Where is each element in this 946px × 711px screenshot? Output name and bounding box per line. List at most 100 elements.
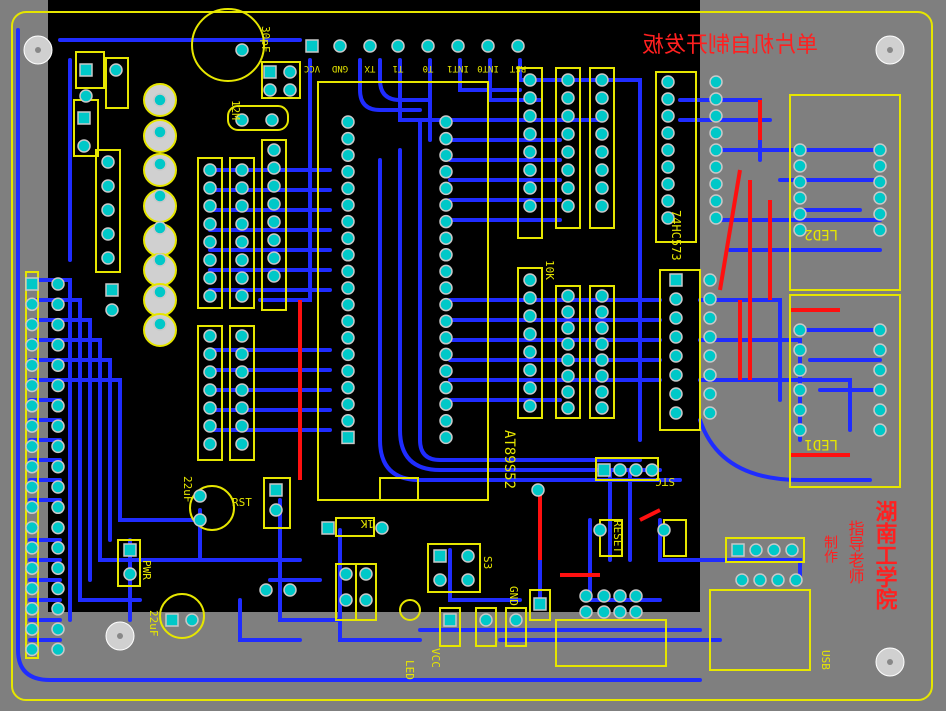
pad — [105, 283, 119, 297]
pad — [153, 221, 167, 235]
pad — [267, 143, 281, 157]
pad — [595, 91, 609, 105]
header-pin-label: VCC — [304, 63, 320, 73]
pad — [661, 109, 675, 123]
crystal-label: 12M — [229, 100, 242, 120]
pad — [595, 109, 609, 123]
usb-label: USB — [819, 650, 832, 670]
pad — [531, 483, 545, 497]
pad — [595, 401, 609, 415]
pad — [185, 613, 199, 627]
pad — [523, 109, 537, 123]
pad — [77, 111, 91, 125]
red-jumpers — [298, 100, 850, 577]
pad — [235, 383, 249, 397]
pad — [595, 305, 609, 319]
pad — [123, 567, 137, 581]
pad — [341, 198, 355, 212]
pad — [439, 314, 453, 328]
pad — [669, 349, 683, 363]
pad — [669, 292, 683, 306]
pad — [439, 347, 453, 362]
pad — [263, 65, 277, 79]
pad — [661, 177, 675, 191]
pad — [645, 463, 659, 477]
pad — [613, 589, 627, 603]
pad — [793, 383, 807, 397]
pad — [595, 353, 609, 367]
pad — [51, 602, 65, 616]
pad — [629, 605, 643, 619]
pad — [597, 605, 611, 619]
pad — [595, 181, 609, 195]
pad — [341, 297, 355, 312]
pad — [793, 343, 807, 357]
stc-label: STC — [655, 475, 675, 488]
pad — [341, 347, 355, 362]
pad — [703, 311, 717, 325]
pad — [203, 181, 217, 195]
pad — [341, 314, 355, 328]
pad — [51, 419, 65, 433]
pad — [793, 191, 807, 205]
pad — [669, 387, 683, 401]
pad — [25, 541, 39, 555]
pad — [439, 364, 453, 378]
pad — [771, 573, 785, 587]
pad — [101, 203, 115, 217]
pad — [703, 406, 717, 420]
led-label: LED — [403, 660, 416, 680]
pad — [105, 303, 119, 317]
pad — [523, 145, 537, 159]
pad — [51, 642, 65, 657]
pad — [25, 642, 39, 657]
pad — [595, 337, 609, 351]
pad — [267, 161, 281, 175]
pad — [235, 271, 249, 285]
pad — [51, 520, 65, 535]
pad — [439, 248, 453, 262]
pad — [203, 437, 217, 451]
pad — [269, 483, 283, 497]
pad — [709, 75, 723, 89]
pad — [661, 143, 675, 157]
pad — [613, 605, 627, 619]
reset-silk-label: RESET — [611, 520, 624, 553]
pad — [51, 317, 65, 332]
blue-traces — [16, 28, 882, 682]
pad — [561, 163, 575, 177]
header-pin-label: INT1 — [447, 63, 469, 73]
pad — [235, 329, 249, 343]
pad — [25, 297, 39, 312]
pad — [359, 567, 373, 581]
pad — [51, 439, 65, 454]
pad — [523, 399, 537, 413]
pad — [283, 83, 297, 97]
pad — [597, 589, 611, 603]
pad — [203, 383, 217, 397]
pad — [109, 63, 123, 77]
pad — [873, 423, 887, 437]
pad — [703, 273, 717, 287]
pad — [339, 567, 353, 581]
pad — [25, 602, 39, 616]
pad — [579, 605, 593, 619]
pad — [341, 165, 355, 179]
pad — [709, 126, 723, 140]
pad — [669, 311, 683, 325]
pad — [203, 401, 217, 415]
pad — [873, 207, 887, 221]
pad — [341, 115, 355, 129]
pad — [523, 345, 537, 359]
pad — [267, 251, 281, 265]
pad — [283, 65, 297, 79]
pad — [669, 330, 683, 344]
pad — [793, 207, 807, 221]
pad — [703, 292, 717, 306]
pad — [79, 89, 93, 103]
pad — [25, 439, 39, 454]
pad — [101, 227, 115, 241]
pad — [51, 541, 65, 555]
pad — [439, 231, 453, 245]
